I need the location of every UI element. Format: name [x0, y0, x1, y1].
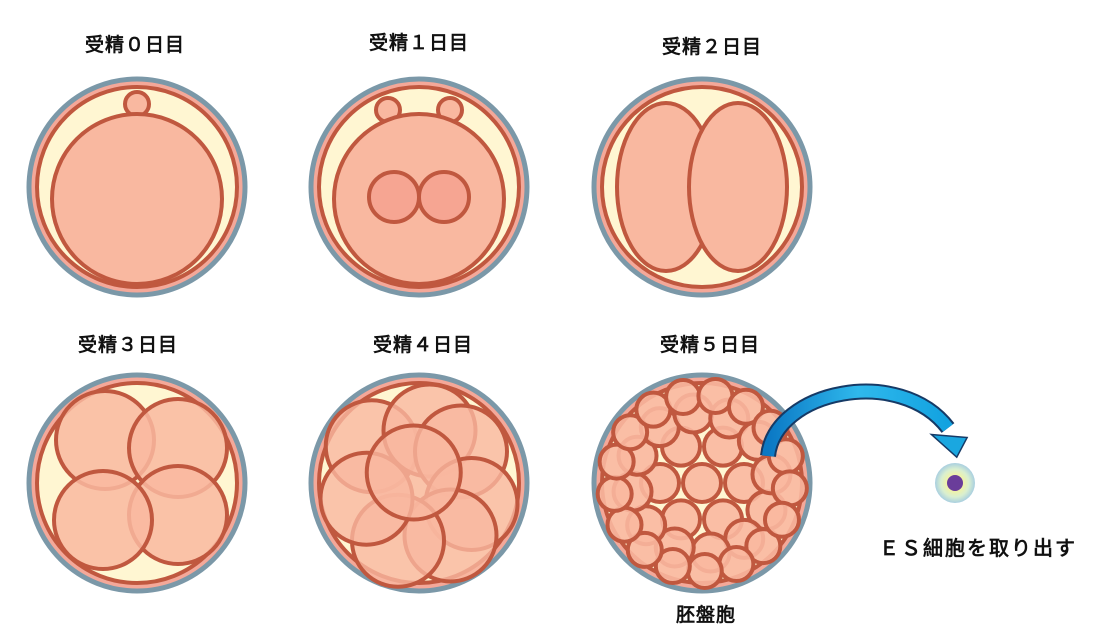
cell — [50, 112, 224, 286]
cell — [685, 551, 724, 590]
es-cell — [935, 463, 975, 503]
cell — [770, 469, 809, 508]
cell — [664, 378, 703, 417]
embryo-day4 — [308, 372, 530, 594]
pronucleus — [367, 170, 421, 224]
cells — [318, 382, 520, 589]
cell — [717, 545, 756, 584]
stage-label-day4: 受精４日目 — [372, 334, 474, 356]
cell — [687, 101, 789, 273]
cell — [611, 413, 650, 452]
cell — [595, 474, 634, 513]
cell — [762, 500, 801, 539]
cells — [332, 96, 506, 286]
cell — [744, 527, 783, 566]
pronucleus — [417, 170, 471, 224]
extraction-arrow — [760, 383, 969, 459]
cell — [364, 423, 463, 522]
es-cell-label: ＥＳ細胞を取り出す — [879, 536, 1077, 560]
cell — [681, 462, 723, 504]
cells — [615, 101, 789, 273]
cells — [52, 389, 229, 571]
cell — [605, 505, 644, 544]
embryo-day0 — [26, 76, 248, 298]
embryo-day1 — [308, 76, 530, 298]
embryo-day5 — [591, 372, 813, 594]
cell — [653, 547, 692, 586]
stage-label-day0: 受精０日目 — [84, 34, 186, 56]
blastocyst-label: 胚盤胞 — [675, 604, 737, 626]
stage-label-day2: 受精２日目 — [661, 36, 763, 58]
cells — [595, 377, 809, 590]
stage-label-day1: 受精１日目 — [368, 32, 470, 54]
embryo-day2 — [591, 76, 813, 298]
cell — [52, 469, 154, 571]
cells — [50, 90, 224, 286]
embryo-day3 — [26, 372, 248, 594]
stage-label-day3: 受精３日目 — [77, 334, 179, 356]
cell — [625, 530, 664, 569]
cell — [726, 387, 765, 426]
stage-label-day5: 受精５日目 — [659, 334, 761, 356]
